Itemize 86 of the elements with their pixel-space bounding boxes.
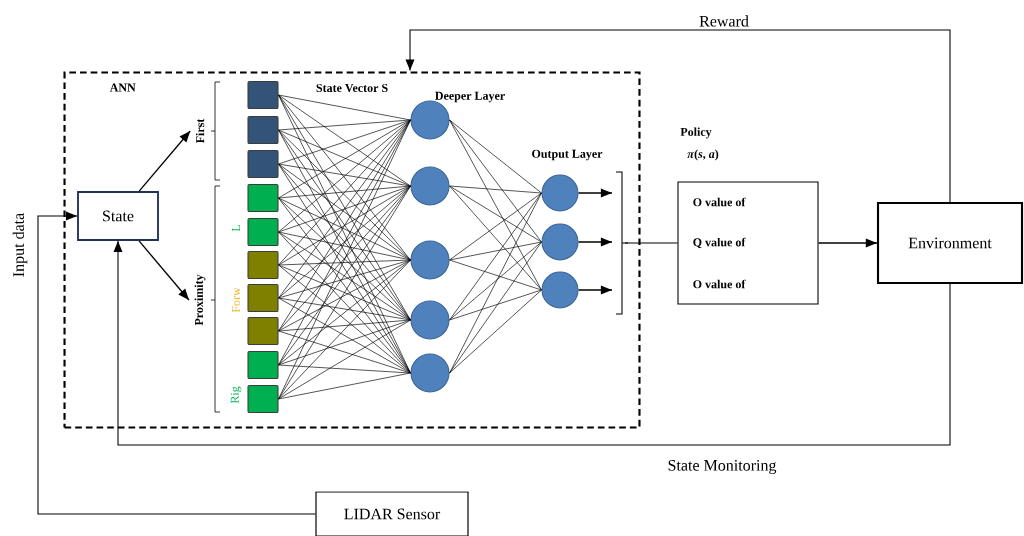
- input-neuron: [247, 351, 279, 379]
- neuron: [541, 174, 579, 212]
- edge-label: Reward: [697, 14, 751, 28]
- connection-line: [278, 259, 411, 299]
- label: Rig: [230, 386, 242, 404]
- connection-line: [278, 259, 411, 400]
- label: Forw: [232, 287, 240, 313]
- connection-line: [278, 197, 411, 261]
- input-neuron: [247, 284, 279, 312]
- input-neuron: [247, 251, 279, 279]
- process-box: O value of Q value of O value of: [677, 181, 819, 305]
- label: L: [232, 225, 240, 232]
- text-label: Proximity: [194, 274, 206, 326]
- connection-line: [278, 297, 411, 321]
- connection-line: [278, 319, 411, 366]
- process-box: Environment: [876, 201, 1024, 285]
- connection-line: [278, 297, 411, 374]
- input-neuron: [247, 81, 279, 109]
- text-label: First: [195, 118, 205, 144]
- connection-line: [278, 185, 411, 199]
- connection-line: [278, 119, 411, 165]
- connection-line: [449, 192, 542, 261]
- connection-line: [449, 259, 542, 291]
- edge-label: Input data: [11, 211, 29, 279]
- neuron: [410, 240, 450, 280]
- connection-line: [278, 319, 411, 400]
- label: Output Layer: [532, 149, 603, 161]
- label: π(s, a): [687, 149, 719, 161]
- arrow: [405, 29, 951, 203]
- neuron: [541, 223, 579, 261]
- connection-line: [278, 330, 411, 374]
- connection-line: [278, 94, 411, 187]
- connection-line: [449, 119, 542, 194]
- connection-line: [449, 289, 542, 321]
- connection-line: [278, 119, 411, 199]
- connection-line: [449, 241, 542, 261]
- connection-line: [449, 241, 542, 321]
- arrow: [577, 237, 613, 247]
- arrow: [138, 130, 191, 192]
- connection-line: [278, 163, 411, 261]
- connection-line: [278, 185, 411, 332]
- connection-line: [449, 185, 542, 291]
- connection-line: [278, 163, 411, 187]
- connection-line: [449, 185, 542, 194]
- connection-line: [278, 185, 411, 400]
- connection-line: [449, 241, 542, 374]
- connection-line: [278, 231, 411, 261]
- label: Deeper Layer: [435, 91, 505, 103]
- connection-line: [278, 364, 411, 374]
- label: Policy: [680, 127, 712, 139]
- neuron: [410, 166, 450, 206]
- arrow: [138, 240, 190, 301]
- edge-label: State Monitoring: [666, 458, 778, 476]
- process-box: State: [77, 191, 159, 241]
- connection-line: [278, 264, 411, 321]
- arrow: [577, 285, 613, 295]
- connection-line: [278, 197, 411, 321]
- connection-line: [449, 185, 542, 243]
- connection-line: [278, 231, 411, 321]
- arrow: [817, 238, 878, 248]
- connection-line: [278, 119, 411, 131]
- connection-line: [278, 259, 411, 332]
- connection-line: [278, 185, 411, 266]
- input-neuron: [247, 218, 279, 246]
- connection-line: [278, 231, 411, 374]
- connection-line: [278, 319, 411, 332]
- neuron: [410, 353, 450, 393]
- arrow: [113, 240, 951, 446]
- arrow: [577, 188, 613, 198]
- connection-line: [278, 94, 411, 121]
- input-neuron: [247, 385, 279, 413]
- connection-line: [278, 185, 411, 233]
- connection-line: [449, 289, 542, 374]
- input-neuron: [247, 184, 279, 212]
- connection-line: [278, 259, 411, 266]
- process-box: LIDAR Sensor: [315, 491, 469, 536]
- arrow: [37, 211, 316, 515]
- input-neuron: [247, 150, 279, 178]
- neuron: [410, 300, 450, 340]
- neuron: [541, 271, 579, 309]
- input-neuron: [247, 317, 279, 345]
- input-neuron: [247, 116, 279, 144]
- connection-line: [449, 119, 542, 291]
- connection-line: [278, 129, 411, 187]
- label: State Vector S: [316, 83, 388, 93]
- connection-line: [278, 372, 411, 400]
